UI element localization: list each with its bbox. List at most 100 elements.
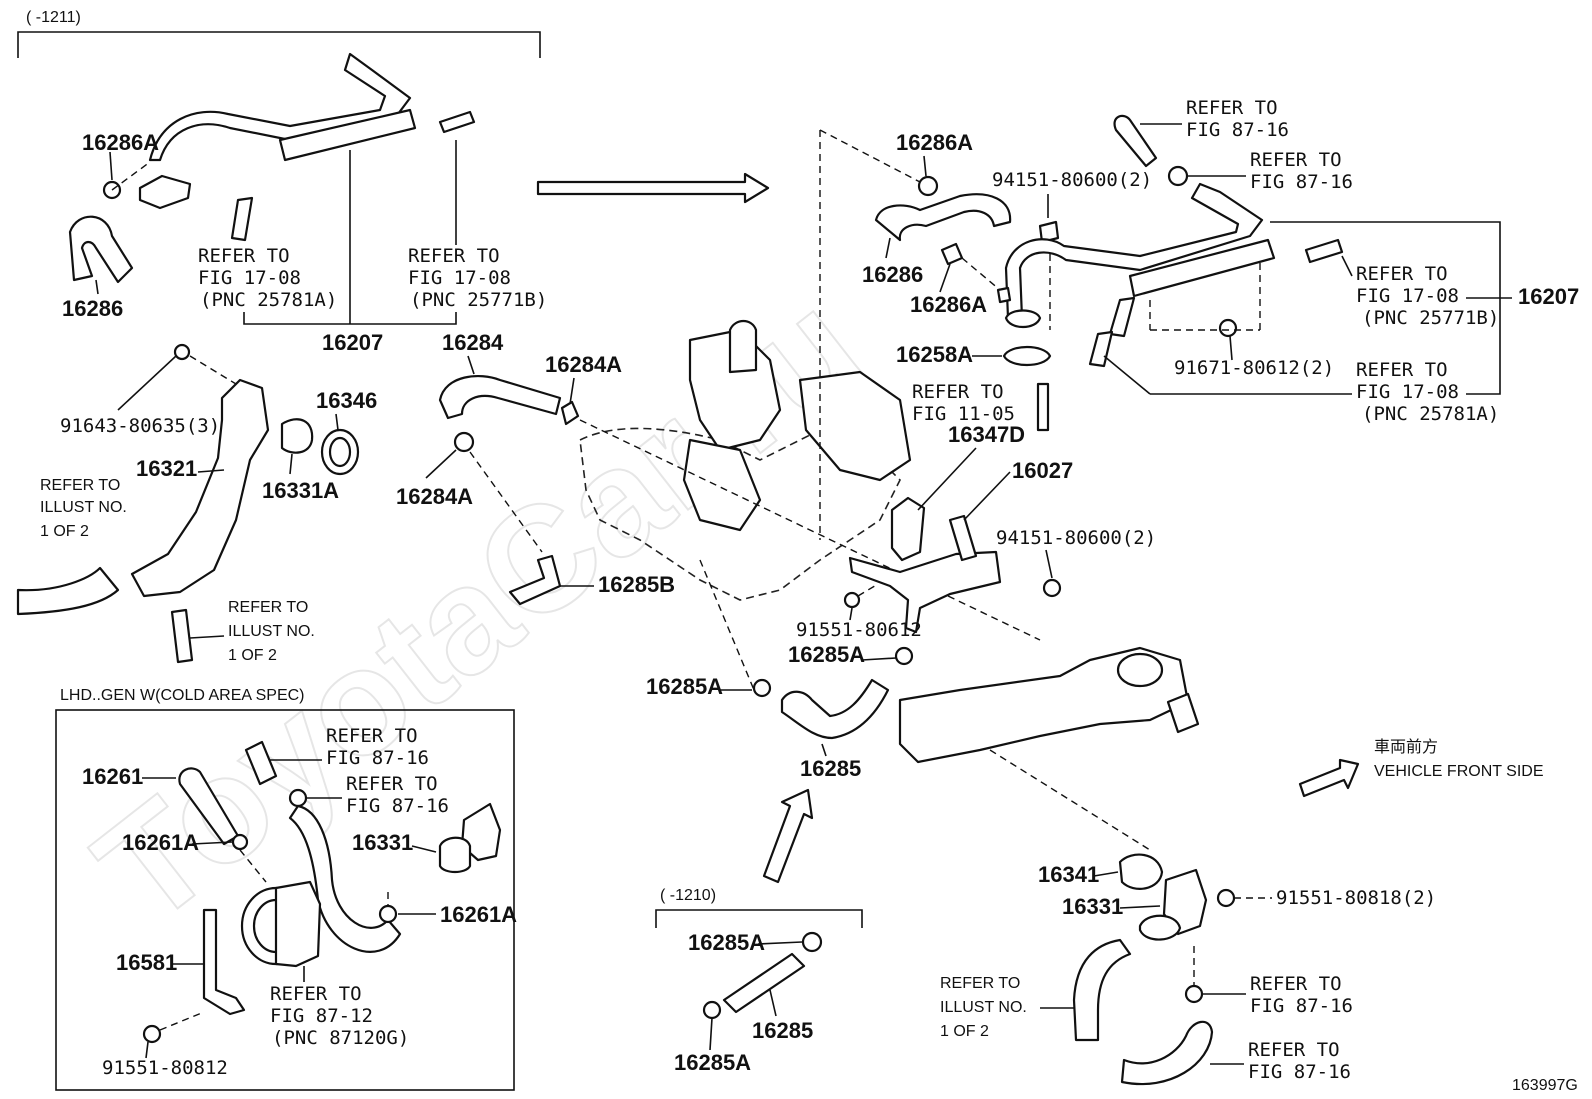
ref-illust3-l3: 1 OF 2 bbox=[940, 1023, 989, 1040]
hose-16261 bbox=[178, 767, 240, 846]
ref-1708d-l3: (PNC 25781A) bbox=[1362, 403, 1499, 425]
part-16286-b: 16286 bbox=[862, 262, 923, 287]
ref-illust2-l1: REFER TO bbox=[228, 599, 308, 616]
part-16261A-a: 16261A bbox=[122, 830, 199, 855]
flange-right bbox=[1004, 309, 1042, 329]
clamp-16285A-c bbox=[801, 931, 823, 953]
part-16285-b: 16285 bbox=[752, 1018, 813, 1043]
ref-8716d-l1: REFER TO bbox=[346, 773, 438, 795]
part-16261: 16261 bbox=[82, 764, 143, 789]
ref-1708d-l2: FIG 17-08 bbox=[1356, 381, 1459, 403]
part-16286A-b: 16286A bbox=[896, 130, 973, 155]
lhd-box bbox=[55, 709, 515, 1091]
engine-block-ghost bbox=[579, 427, 901, 601]
pipe-16285B bbox=[508, 554, 562, 606]
period-bottom-bracket bbox=[655, 909, 863, 928]
ref-8716c-l1: REFER TO bbox=[326, 725, 418, 747]
hose-8716f bbox=[1120, 1020, 1214, 1086]
lhd-title: LHD..GEN W(COLD AREA SPEC) bbox=[60, 687, 305, 704]
part-94151-b: 94151-80600(2) bbox=[996, 527, 1156, 549]
ref-1708c-l2: FIG 17-08 bbox=[1356, 285, 1459, 307]
egr-cooler bbox=[898, 646, 1190, 764]
part-16027: 16027 bbox=[1012, 458, 1073, 483]
part-16347D: 16347D bbox=[948, 422, 1025, 447]
pipe-stub-down bbox=[1108, 296, 1136, 338]
hose-16286-b bbox=[874, 193, 1012, 242]
clamp-16261A-b bbox=[378, 904, 398, 924]
part-94151-a: 94151-80600(2) bbox=[992, 169, 1152, 191]
turbo-body bbox=[798, 370, 912, 482]
part-16321: 16321 bbox=[136, 456, 197, 481]
part-16284A-a: 16284A bbox=[545, 352, 622, 377]
ref-8712-l1: REFER TO bbox=[270, 983, 362, 1005]
ref-1708c-l3: (PNC 25771B) bbox=[1362, 307, 1499, 329]
transition-arrow bbox=[536, 172, 770, 204]
ref-illust-l3: 1 OF 2 bbox=[40, 523, 89, 540]
ref-8712-l2: FIG 87-12 bbox=[270, 1005, 373, 1027]
clamp-16285A-a bbox=[894, 646, 914, 666]
nut-94151-b bbox=[1042, 578, 1062, 598]
bolt-91671 bbox=[1218, 318, 1238, 338]
clamp-16261A-a bbox=[231, 833, 249, 851]
ref-1708a-l1: REFER TO bbox=[198, 245, 290, 267]
water-outlet-16331-b-pipe bbox=[1138, 914, 1182, 941]
water-outlet-16331-pipe bbox=[438, 836, 472, 874]
oil-cooler-body bbox=[274, 880, 322, 968]
part-91551-80612: 91551-80612 bbox=[796, 619, 922, 641]
nut-94151-a bbox=[1038, 220, 1060, 244]
ref-1105-l2: FIG 11-05 bbox=[912, 403, 1015, 425]
pipe-stub-8716c bbox=[244, 740, 278, 786]
part-16331A: 16331A bbox=[262, 478, 339, 503]
period-bottom: ( -1210) bbox=[660, 887, 716, 904]
bolt-91643 bbox=[173, 343, 191, 361]
hose-16285 bbox=[780, 678, 890, 740]
thermostat-housing-16321 bbox=[130, 378, 270, 598]
hose-16261-long bbox=[288, 804, 402, 953]
ref-1708b-l2: FIG 17-08 bbox=[408, 267, 511, 289]
clamp-8716 bbox=[1167, 165, 1189, 187]
gasket-16346-inner bbox=[328, 436, 352, 468]
part-16261A-b: 16261A bbox=[440, 902, 517, 927]
ref-illust3-l2: ILLUST NO. bbox=[940, 999, 1027, 1016]
ref-8712-l3: (PNC 87120G) bbox=[272, 1027, 409, 1049]
clamp-16284A-b bbox=[453, 431, 475, 453]
pointer-arrow bbox=[762, 788, 814, 884]
part-16331-b: 16331 bbox=[1062, 894, 1123, 919]
arrow-note-en: VEHICLE FRONT SIDE bbox=[1374, 763, 1544, 780]
clamp-16285A-b bbox=[752, 678, 772, 698]
part-91643: 91643-80635(3) bbox=[60, 415, 220, 437]
part-16285-a: 16285 bbox=[800, 756, 861, 781]
hose-16286-left bbox=[68, 215, 134, 284]
part-16286-a: 16286 bbox=[62, 296, 123, 321]
clamp-8716e bbox=[1184, 984, 1204, 1004]
ref-1105-l1: REFER TO bbox=[912, 381, 1004, 403]
arrow-note-ja: 車両前方 bbox=[1374, 738, 1438, 756]
ref-8716f-l2: FIG 87-16 bbox=[1248, 1061, 1351, 1083]
ref-8716e-l1: REFER TO bbox=[1250, 973, 1342, 995]
hose-left-edge bbox=[16, 566, 120, 616]
hose-illust3 bbox=[1072, 938, 1132, 1042]
water-outlet-16331-b bbox=[1162, 868, 1208, 936]
front-arrow bbox=[1298, 758, 1360, 798]
part-16285A-b: 16285A bbox=[646, 674, 723, 699]
ref-1708b-l1: REFER TO bbox=[408, 245, 500, 267]
bolt-91551-80812 bbox=[142, 1024, 162, 1044]
thermostat-16331A bbox=[280, 418, 314, 454]
ref-8716c-l2: FIG 87-16 bbox=[326, 747, 429, 769]
part-16331-a: 16331 bbox=[352, 830, 413, 855]
bracket-16207-b bbox=[1270, 221, 1501, 395]
part-16258A: 16258A bbox=[896, 342, 973, 367]
part-91551-80818: 91551-80818(2) bbox=[1276, 887, 1436, 909]
stud-1105 bbox=[1036, 382, 1050, 432]
part-16286A-a: 16286A bbox=[82, 130, 159, 155]
gasket-16347D bbox=[890, 496, 926, 562]
gasket-16341 bbox=[1118, 853, 1164, 890]
pipe-16027 bbox=[848, 550, 1002, 634]
ref-1708a-l3: (PNC 25781A) bbox=[200, 289, 337, 311]
ref-1708c-l1: REFER TO bbox=[1356, 263, 1448, 285]
bracket-16581 bbox=[202, 908, 246, 1016]
pipe-stub-left bbox=[230, 196, 254, 242]
part-16284A-b: 16284A bbox=[396, 484, 473, 509]
flange-left bbox=[138, 174, 192, 210]
ref-1708b-l3: (PNC 25771B) bbox=[410, 289, 547, 311]
